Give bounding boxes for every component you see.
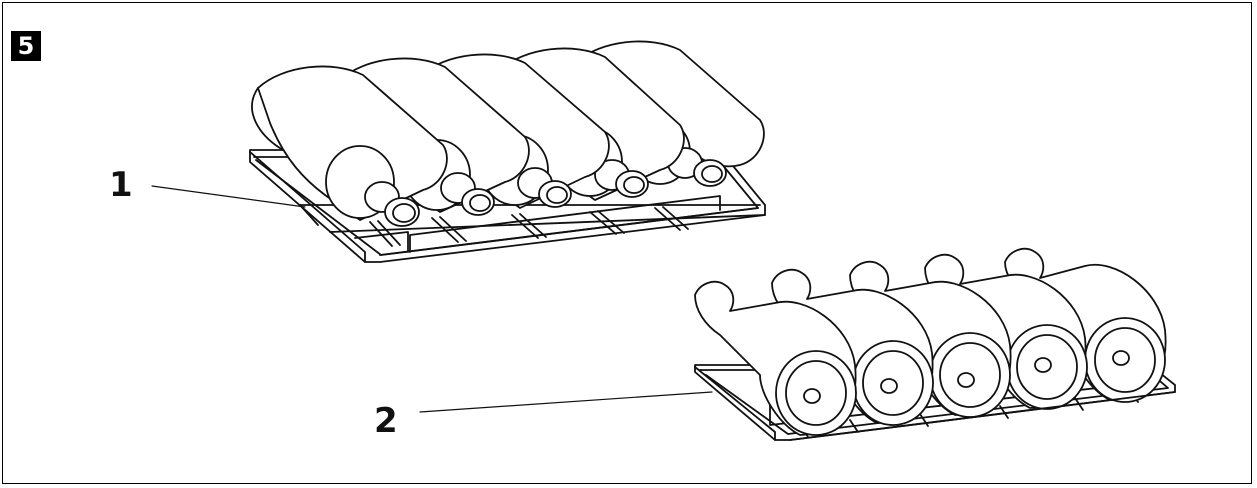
shelf-2 <box>694 248 1176 441</box>
callout-2-label: 2 <box>374 401 398 441</box>
callout-1-label: 1 <box>109 165 133 205</box>
figure-number: 5 <box>17 32 35 60</box>
leader-line-2 <box>419 391 713 413</box>
shelf-1 <box>249 40 766 263</box>
figure-number-badge: 5 <box>11 31 41 61</box>
shelf-1-bottle-1 <box>251 65 448 227</box>
shelf-2-bottle-1 <box>694 281 857 436</box>
leader-line-1 <box>151 185 306 208</box>
